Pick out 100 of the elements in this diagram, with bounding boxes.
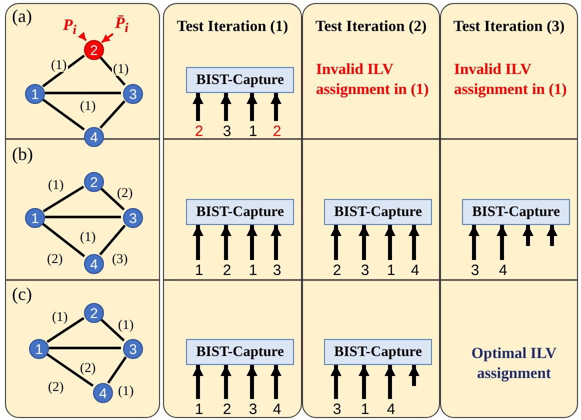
arrow	[101, 33, 114, 44]
graph-edge	[42, 98, 85, 131]
graph-edge	[45, 216, 121, 218]
signal-label: P$_{i}$	[63, 17, 87, 37]
edge-label: (3)	[111, 252, 129, 266]
arrow	[270, 225, 282, 260]
input-number: 2	[220, 262, 234, 279]
edge-label: (2)	[47, 380, 65, 394]
graph-vertex: 1	[25, 84, 45, 104]
arrow	[192, 365, 204, 399]
edge-label: (1)	[117, 384, 135, 398]
graph-vertex: 3	[123, 208, 143, 228]
group-panel	[5, 3, 160, 418]
column-panel	[302, 3, 440, 418]
signal-label: P̄$_{i}$	[115, 15, 139, 35]
graph-edge	[100, 318, 125, 342]
input-number: 3	[220, 123, 234, 140]
column-panel	[440, 3, 578, 418]
input-number: 2	[220, 401, 234, 418]
column-header: Test Iteration (2)	[314, 18, 428, 36]
input-number: 4	[408, 262, 422, 279]
input-number: 4	[384, 401, 398, 418]
edge-label: (1)	[79, 230, 97, 244]
warning-text: Invalid ILV assignment in (1)	[454, 60, 568, 100]
input-number: 4	[496, 262, 510, 279]
graph-edge	[45, 92, 121, 94]
graph-vertex: 1	[25, 208, 45, 228]
input-number: 3	[246, 401, 260, 418]
graph-edge	[42, 54, 85, 88]
arrow	[330, 365, 342, 399]
input-number: 1	[246, 262, 260, 279]
arrow	[358, 225, 370, 260]
edge-label: (2)	[79, 361, 97, 375]
panel-label: (c)	[12, 284, 33, 304]
graph-vertex: 2	[84, 303, 104, 323]
panel-label: (b)	[12, 144, 34, 164]
capture-block: BIST-Capture	[186, 339, 294, 365]
graph-vertex: 3	[123, 339, 143, 359]
arrow	[192, 93, 204, 121]
graph-vertex: 2	[84, 172, 104, 192]
arrow	[408, 365, 420, 386]
arrow	[330, 225, 342, 260]
graph-edge	[49, 346, 121, 350]
graph-vertex: 1	[29, 339, 49, 359]
input-number: 4	[270, 401, 284, 418]
arrow	[384, 365, 396, 399]
capture-block: BIST-Capture	[186, 67, 294, 93]
input-number: 2	[192, 123, 206, 140]
graph-edge	[99, 100, 126, 129]
graph-vertex: 4	[93, 383, 113, 403]
arrow	[246, 365, 258, 399]
arrow	[220, 365, 232, 399]
capture-block: BIST-Capture	[324, 339, 432, 365]
input-number: 1	[358, 401, 372, 418]
arrow	[408, 225, 420, 260]
arrow	[192, 225, 204, 260]
graph-edge	[99, 224, 126, 256]
graph-vertex: 4	[84, 254, 104, 274]
input-number: 1	[192, 262, 206, 279]
input-number: 2	[330, 262, 344, 279]
graph-edge	[107, 356, 127, 384]
arrow	[358, 365, 370, 399]
column-panel	[163, 3, 302, 418]
arrow	[496, 225, 508, 260]
arrow	[270, 93, 282, 121]
edge-label: (1)	[112, 62, 130, 76]
edge-label: (2)	[46, 252, 64, 266]
graph-vertex: 4	[84, 127, 104, 147]
input-number: 3	[358, 262, 372, 279]
input-number: 3	[468, 262, 482, 279]
input-number: 3	[330, 401, 344, 418]
graph-edge	[46, 316, 84, 344]
edge-label: (1)	[117, 318, 135, 332]
arrow	[468, 225, 480, 260]
graph-vertex: 3	[123, 84, 143, 104]
edge-label: (1)	[79, 99, 97, 113]
edge-label: (1)	[47, 178, 65, 192]
arrow	[270, 365, 282, 399]
graph-edge	[100, 188, 125, 210]
arrow	[546, 225, 558, 246]
arrow	[78, 32, 87, 42]
column-header: Test Iteration (1)	[176, 18, 290, 36]
arrow	[384, 225, 396, 260]
graph-edge	[42, 222, 86, 258]
result-text: Optimal ILV assignment	[470, 344, 558, 384]
warning-text: Invalid ILV assignment in (1)	[316, 60, 430, 100]
graph-edge	[99, 56, 126, 86]
capture-block: BIST-Capture	[324, 199, 432, 225]
edge-label: (2)	[116, 186, 134, 200]
graph-edge	[42, 186, 84, 212]
graph-edge	[46, 353, 94, 387]
arrow	[220, 93, 232, 121]
arrow	[220, 225, 232, 260]
edge-label: (1)	[51, 310, 69, 324]
column-header: Test Iteration (3)	[452, 18, 566, 36]
capture-block: BIST-Capture	[186, 199, 294, 225]
capture-block: BIST-Capture	[462, 199, 570, 225]
input-number: 1	[246, 123, 260, 140]
edge-label: (1)	[50, 58, 68, 72]
arrow	[246, 225, 258, 260]
